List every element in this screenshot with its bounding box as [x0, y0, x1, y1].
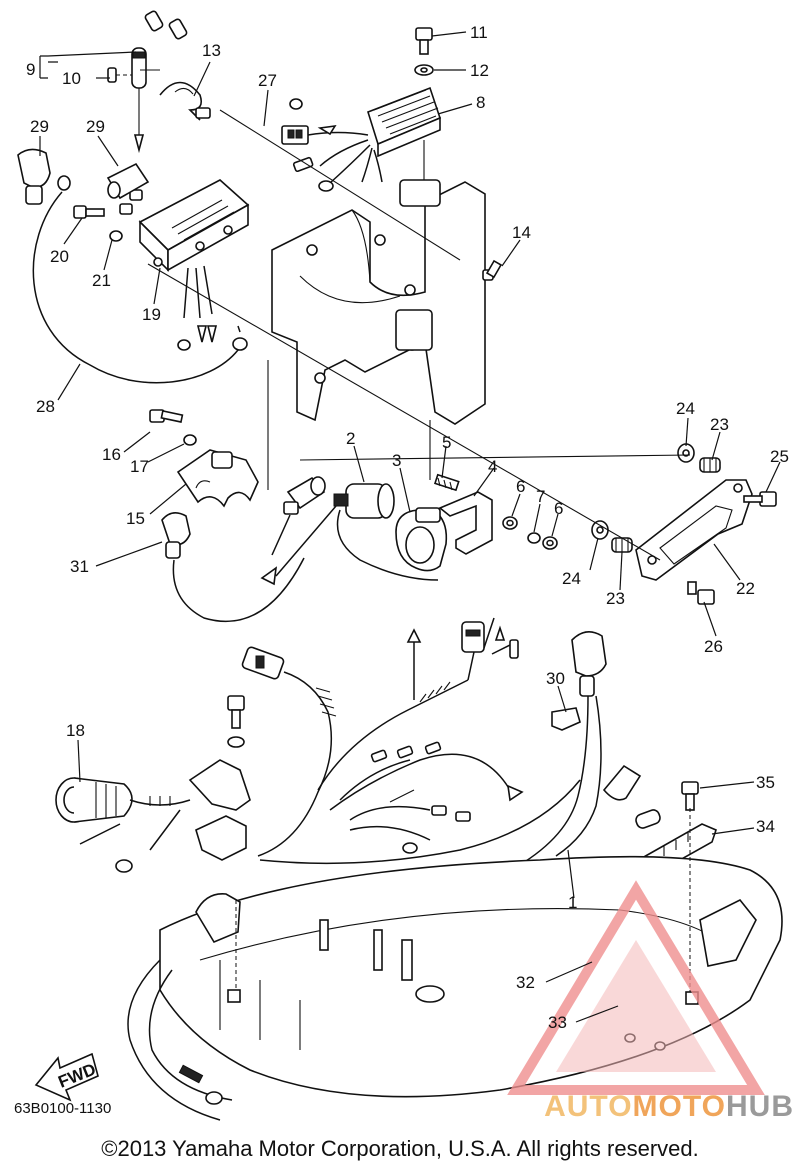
cable-with-boot [517, 631, 661, 867]
callout-22: 22 [736, 579, 755, 598]
cdi-unit-19 [119, 179, 250, 351]
watermark-part-3: HUB [726, 1090, 794, 1123]
washer-17 [183, 434, 197, 446]
watermark-part-1: AUTO [544, 1090, 633, 1123]
callout-9: 9 [26, 60, 35, 79]
callout-20: 20 [50, 247, 69, 266]
callout-35: 35 [756, 773, 775, 792]
cap-3 [395, 507, 448, 572]
callout-24b: 24 [562, 569, 581, 588]
spacer-23a [699, 457, 721, 473]
bracket-22 [635, 479, 753, 581]
mounting-bracket [271, 179, 486, 425]
cap-31-connector [271, 476, 326, 556]
cap-31 [161, 512, 305, 623]
callout-25: 25 [770, 447, 789, 466]
watermark-part-2: MOTO [632, 1090, 726, 1123]
bracket-clamp-center [188, 695, 251, 861]
fwd-label: FWD [56, 1060, 99, 1092]
watermark-logo-icon [507, 880, 765, 1095]
connector-assembly-9 [107, 10, 188, 154]
bolt-16 [149, 409, 184, 423]
callout-21: 21 [92, 271, 111, 290]
callout-15: 15 [126, 509, 145, 528]
nut-6b [542, 536, 558, 550]
callout-29-mid: 29 [86, 117, 105, 136]
clip-30 [551, 707, 581, 731]
leader-lines [39, 31, 781, 1023]
assembly-lines [140, 69, 691, 561]
holder-15 [176, 449, 259, 508]
callout-3: 3 [392, 451, 401, 470]
bolt-25 [743, 491, 777, 507]
callout-26: 26 [704, 637, 723, 656]
callout-29-left: 29 [30, 117, 49, 136]
callout-24a: 24 [676, 399, 695, 418]
callout-1: 1 [568, 893, 577, 912]
callout-31: 31 [70, 557, 89, 576]
wiring-harness-1 [241, 617, 581, 865]
spacer-23b [611, 537, 633, 553]
copyright-notice: ©2013 Yamaha Motor Corporation, U.S.A. A… [101, 1136, 699, 1161]
bolt-26 [687, 581, 715, 605]
coupler-18 [55, 777, 191, 873]
callout-2: 2 [346, 429, 355, 448]
callout-11: 11 [470, 23, 488, 42]
screw-14 [482, 259, 503, 281]
regulator-leads [281, 98, 383, 192]
callout-16: 16 [102, 445, 121, 464]
callout-33: 33 [548, 1013, 567, 1032]
callout-13: 13 [202, 41, 221, 60]
terminal-ring [57, 175, 71, 191]
washer-21 [109, 230, 123, 242]
callout-32: 32 [516, 973, 535, 992]
callout-14: 14 [512, 223, 531, 242]
callout-10: 10 [62, 69, 81, 88]
wire-28 [32, 191, 239, 384]
callout-4: 4 [488, 457, 497, 476]
callout-23a: 23 [710, 415, 729, 434]
callout-8: 8 [476, 93, 485, 112]
rectifier-regulator-8 [367, 86, 441, 158]
callout-5: 5 [442, 433, 451, 452]
diagram-code: 63B0100-1130 [14, 1100, 112, 1117]
callout-17: 17 [130, 457, 149, 476]
watermark-text: AUTOMOTOHUB [544, 1090, 794, 1124]
washer-12 [414, 64, 434, 76]
bolt-11 [415, 27, 433, 55]
grommet-24a [677, 443, 695, 463]
cap-29-mid [106, 162, 150, 200]
grommet-24b [591, 520, 609, 540]
callout-19: 19 [142, 305, 161, 324]
switch-2 [260, 483, 439, 586]
bolt-20 [73, 205, 105, 219]
cap-29-left [17, 148, 51, 205]
clamp-13 [159, 81, 211, 121]
callout-18: 18 [66, 721, 85, 740]
callout-34: 34 [756, 817, 775, 836]
bolt-35 [681, 781, 699, 811]
screw-5 [433, 473, 460, 492]
fwd-arrow-icon: FWD [34, 1052, 99, 1102]
callout-30: 30 [546, 669, 565, 688]
callout-7: 7 [536, 487, 545, 506]
callout-23b: 23 [606, 589, 625, 608]
callout-27: 27 [258, 71, 277, 90]
callout-6a: 6 [516, 477, 525, 496]
washer-7 [527, 532, 541, 544]
callout-28: 28 [36, 397, 55, 416]
bracket-4 [438, 491, 493, 555]
callout-12: 12 [470, 61, 489, 80]
callout-labels: 9 10 13 27 11 12 8 29 29 20 21 19 14 28 … [26, 23, 789, 1032]
nut-6a [502, 516, 518, 530]
callout-6b: 6 [554, 499, 563, 518]
